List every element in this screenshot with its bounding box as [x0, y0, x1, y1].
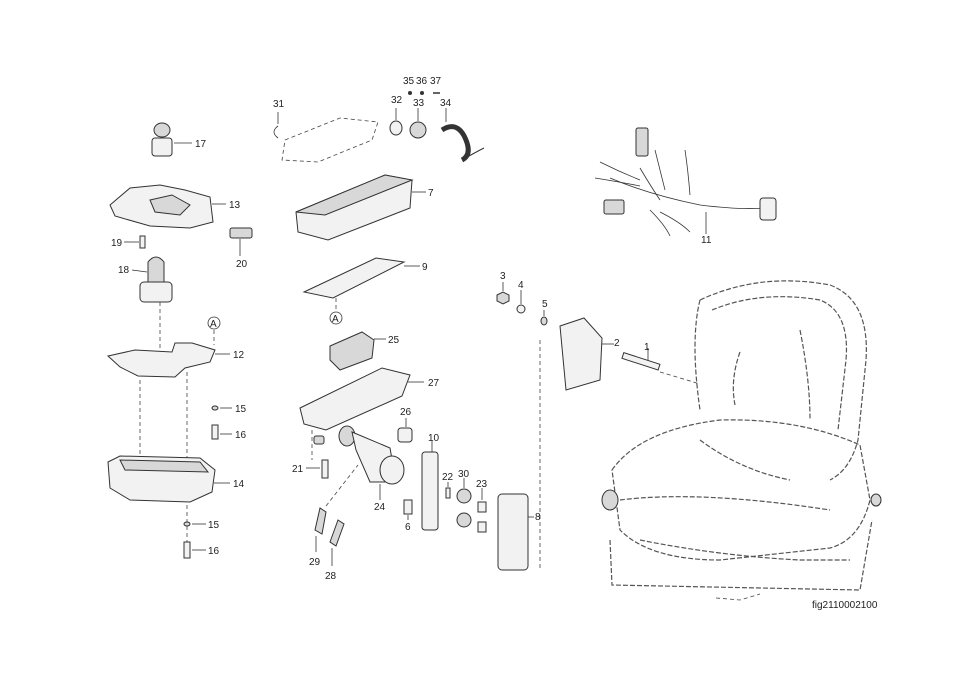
callout-4: 4: [518, 280, 524, 291]
part-6-screw: [403, 499, 413, 520]
part-15-washer-upper: [211, 405, 232, 411]
callout-26: 26: [400, 407, 412, 418]
callout-29: 29: [309, 557, 321, 568]
part-26-pin: [397, 418, 413, 443]
callout-19: 19: [111, 238, 123, 249]
part-24-adjuster: [338, 425, 405, 500]
part-13-console-top: [109, 184, 226, 229]
callout-5: 5: [542, 299, 548, 310]
callout-15-lower: 15: [208, 520, 220, 531]
callout-25: 25: [388, 335, 400, 346]
reference-mark-a-left: [207, 316, 221, 345]
part-29-lever: [314, 507, 327, 552]
callout-2: 2: [614, 338, 620, 349]
part-17-knob: [151, 122, 192, 157]
callout-14: 14: [233, 479, 245, 490]
callout-labels: 1 2 3 4 5 6 7 8 9 10 11 12 13 14 15 15 1…: [111, 76, 712, 582]
callout-18: 18: [118, 265, 130, 276]
part-4-washer: [516, 290, 526, 314]
seat-outline: [601, 280, 882, 601]
callout-7: 7: [428, 188, 434, 199]
callout-35: 35: [403, 76, 415, 87]
callout-21: 21: [292, 464, 304, 475]
part-33-knob: [409, 108, 427, 139]
callout-34: 34: [440, 98, 452, 109]
part-small-pin: [313, 435, 325, 445]
callout-13: 13: [229, 200, 241, 211]
callout-9: 9: [422, 262, 428, 273]
part-5-washer: [540, 310, 548, 326]
part-30-washers: [456, 478, 472, 528]
part-1-pin: [621, 348, 661, 371]
callout-31: 31: [273, 99, 285, 110]
part-27-tray: [299, 367, 424, 431]
part-15-washer-lower: [183, 521, 206, 527]
part-16-bolt-lower: [183, 541, 206, 559]
callout-3: 3: [500, 271, 506, 282]
part-14-base-tray: [107, 455, 230, 503]
callout-16-upper: 16: [235, 430, 247, 441]
reference-label-a-middle: A: [332, 314, 339, 325]
callout-17: 17: [195, 139, 207, 150]
part-20-switch: [229, 227, 253, 256]
callout-11: 11: [701, 235, 712, 246]
part-22-spacer: [445, 482, 451, 499]
callout-15-upper: 15: [235, 404, 247, 415]
figure-id: fig2110002100: [812, 600, 878, 611]
callout-28: 28: [325, 571, 337, 582]
part-18-joystick: [131, 256, 173, 303]
part-12-bracket: [106, 342, 230, 378]
part-8-side-plate: [497, 493, 534, 571]
callout-37: 37: [430, 76, 442, 87]
part-21-bolt: [306, 459, 329, 479]
callout-32: 32: [391, 95, 403, 106]
callout-6: 6: [405, 522, 411, 533]
callout-22: 22: [442, 472, 454, 483]
callout-24: 24: [374, 502, 386, 513]
part-19-screw: [124, 235, 146, 249]
part-34-cable: [440, 108, 485, 163]
callout-1: 1: [644, 342, 650, 353]
part-25-cover: [329, 331, 386, 371]
callout-30: 30: [458, 469, 470, 480]
part-28-lever: [329, 519, 345, 566]
part-23-screws: [477, 488, 487, 533]
reference-mark-a-middle: [329, 298, 343, 325]
part-9-plate: [302, 257, 420, 299]
reference-label-a-left: A: [210, 319, 217, 330]
callout-36: 36: [416, 76, 428, 87]
callout-10: 10: [428, 433, 440, 444]
part-2-mount-plate: [559, 317, 614, 391]
part-11-wire-harness: [594, 127, 777, 237]
callout-8: 8: [535, 512, 541, 523]
callout-20: 20: [236, 259, 248, 270]
part-16-bolt-upper: [211, 424, 232, 440]
part-3-nut: [496, 282, 510, 305]
callout-12: 12: [233, 350, 245, 361]
part-35-36-37-small-hardware: [408, 91, 440, 95]
callout-16-lower: 16: [208, 546, 220, 557]
part-10-strip: [421, 441, 439, 531]
part-armrest-frame: [281, 117, 379, 163]
part-31-clip: [273, 112, 279, 139]
callout-27: 27: [428, 378, 440, 389]
part-32-bushing: [389, 108, 403, 136]
part-7-armrest-pad: [295, 174, 426, 241]
callout-33: 33: [413, 98, 425, 109]
callout-23: 23: [476, 479, 488, 490]
